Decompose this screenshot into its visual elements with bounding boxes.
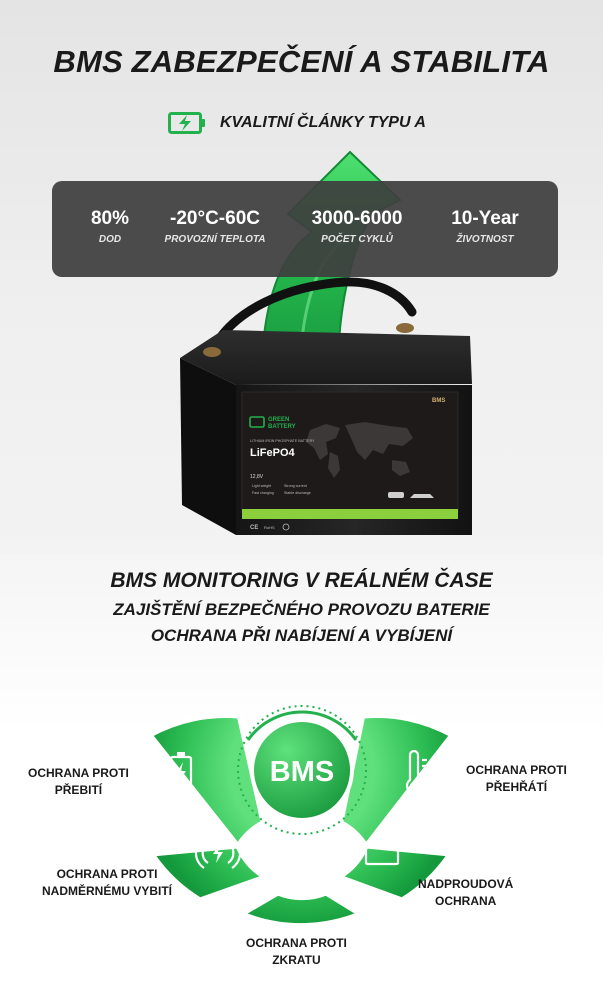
label-line2: PŘEBITÍ (54, 783, 103, 797)
top-section: BMS ZABEZPEČENÍ A STABILITA KVALITNÍ ČLÁ… (0, 0, 603, 555)
segment-overcharge (146, 713, 267, 851)
monitoring-subtitle-2: OCHRANA PŘI NABÍJENÍ A VYBÍJENÍ (150, 626, 453, 645)
stat-temperature: -20°C-60C PROVOZNÍ TEPLOTA (152, 208, 278, 245)
battery-feature: Stable discharge (284, 491, 311, 495)
battery-image: GREEN BATTERY BMS LITHIUM IRON PHOSPHATE… (180, 277, 472, 535)
bms-center-label: BMS (270, 756, 334, 788)
stat-lifetime: 10-Year ŽIVOTNOST (430, 208, 540, 245)
stat-cycles: 3000-6000 POČET CYKLŮ (292, 208, 422, 245)
boat-icon (410, 494, 434, 498)
battery-tag: BMS (432, 398, 445, 404)
world-map-graphic (306, 422, 413, 478)
label-line1: OCHRANA PROTI (246, 936, 347, 950)
label-overcharge: OCHRANA PROTI PŘEBITÍ (28, 765, 129, 799)
segment-overheat (337, 713, 456, 851)
label-line1: OCHRANA PROTI (466, 763, 567, 777)
bms-center-circle (250, 718, 354, 822)
stat-value: 80% (90, 208, 130, 229)
battery-terminals-icon (364, 838, 400, 866)
segment-overdischarge (147, 843, 271, 903)
quality-row: KVALITNÍ ČLÁNKY TYPU A (168, 110, 426, 136)
center-ring (237, 705, 367, 835)
battery-chemistry: LiFePO4 (250, 447, 296, 459)
stat-label: PROVOZNÍ TEPLOTA (164, 234, 266, 245)
stats-bar: 80% DOD -20°C-60C PROVOZNÍ TEPLOTA 3000-… (52, 181, 558, 277)
label-overdischarge: OCHRANA PROTI NADMĚRNÉMU VYBITÍ (42, 866, 172, 900)
stat-value: -20°C-60C (170, 208, 260, 229)
short-circuit-icon (274, 877, 328, 896)
label-line1: NADPROUDOVÁ (418, 877, 514, 891)
stat-label: ŽIVOTNOST (456, 234, 514, 245)
mark-ce: CE (250, 525, 258, 531)
label-line2: ZKRATU (272, 953, 321, 967)
brand-line2: BATTERY (268, 424, 296, 430)
battery-feature: Strong current (284, 484, 307, 488)
stat-label: DOD (98, 234, 122, 245)
battery-charge-icon (168, 112, 205, 134)
battery-feature: Light weight (252, 484, 271, 488)
battery-voltage: 12,8V (250, 474, 264, 480)
label-overheat: OCHRANA PROTI PŘEHŘÁTÍ (466, 762, 567, 796)
page-title: BMS ZABEZPEČENÍ A STABILITA (53, 44, 550, 79)
battery-charge-icon (169, 752, 193, 791)
stat-dod: 80% DOD (70, 208, 150, 245)
label-line1: OCHRANA PROTI (56, 867, 158, 881)
battery-feature: Fast charging (252, 491, 274, 495)
label-line2: NADMĚRNÉMU VYBITÍ (42, 884, 173, 898)
mark-rohs: RoHS (264, 525, 275, 530)
recycle-icon (282, 523, 290, 531)
monitoring-subtitle-1: ZAJIŠTĚNÍ BEZPEČNÉHO PROVOZU BATERIE (113, 600, 490, 619)
thermometer-icon (405, 749, 427, 794)
label-line2: PŘEHŘÁTÍ (485, 780, 548, 794)
label-short-circuit: OCHRANA PROTI ZKRATU (246, 935, 347, 969)
battery-subtitle: LITHIUM IRON PHOSPHATE BATTERY (250, 439, 315, 443)
label-line2: OCHRANA (435, 894, 497, 908)
monitoring-title: BMS MONITORING V REÁLNÉM ČASE (110, 569, 493, 592)
center-arc (246, 710, 358, 741)
stat-value: 3000-6000 (311, 208, 403, 229)
brand-line1: GREEN (268, 417, 289, 423)
quality-text: KVALITNÍ ČLÁNKY TYPU A (220, 114, 426, 131)
wireless-charge-icon (194, 837, 242, 869)
segment-short-circuit (236, 890, 366, 929)
vehicle-icon (388, 492, 404, 498)
stat-label: POČET CYKLŮ (321, 234, 393, 245)
label-line1: OCHRANA PROTI (28, 766, 129, 780)
stat-value: 10-Year (451, 208, 519, 229)
label-overcurrent: NADPROUDOVÁ OCHRANA (418, 876, 513, 910)
